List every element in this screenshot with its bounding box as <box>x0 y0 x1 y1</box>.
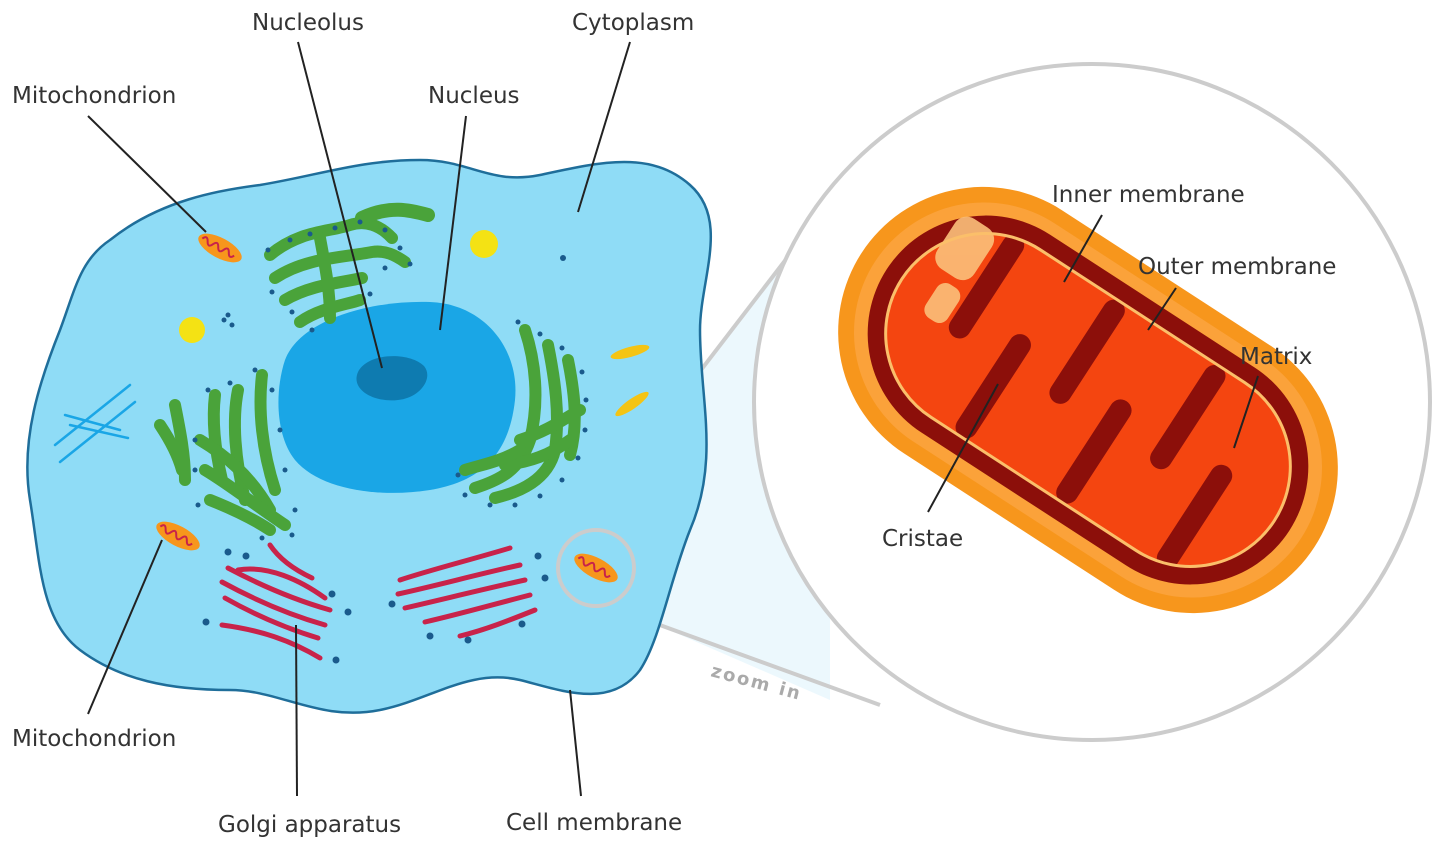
label-cytoplasm: Cytoplasm <box>572 10 694 36</box>
label-cristae: Cristae <box>882 526 963 552</box>
label-outer-membrane: Outer membrane <box>1138 254 1336 280</box>
label-matrix: Matrix <box>1240 344 1312 370</box>
label-inner-membrane: Inner membrane <box>1052 182 1245 208</box>
cell <box>27 160 710 713</box>
label-nucleus: Nucleus <box>428 83 520 109</box>
label-mitochondrion-top: Mitochondrion <box>12 83 176 109</box>
label-nucleolus: Nucleolus <box>252 10 364 36</box>
label-golgi-apparatus: Golgi apparatus <box>218 812 401 838</box>
label-mitochondrion-bottom: Mitochondrion <box>12 726 176 752</box>
label-cell-membrane: Cell membrane <box>506 810 682 836</box>
